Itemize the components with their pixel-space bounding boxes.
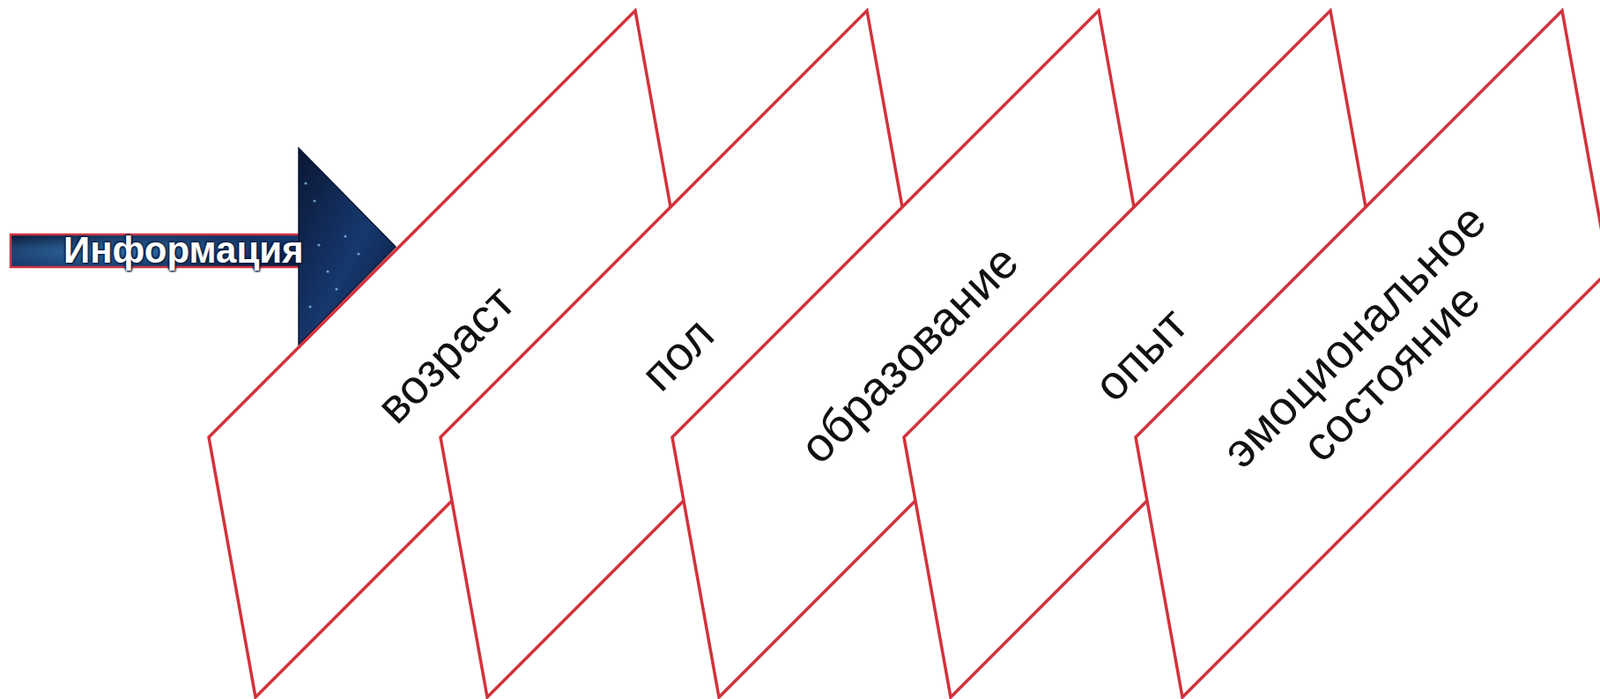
factor-panel: эмоциональное состояние (1135, 10, 1600, 697)
panel-shape (1135, 10, 1600, 697)
texture-dot (343, 234, 347, 238)
texture-dot (303, 181, 307, 185)
texture-dot (356, 251, 360, 255)
texture-dot (325, 269, 329, 273)
texture-dot (308, 304, 312, 308)
texture-dot (334, 287, 338, 290)
texture-dot (312, 199, 316, 202)
arrow-label: Информация (63, 229, 304, 271)
texture-dot (317, 243, 320, 246)
text-holder: Информация (63, 229, 304, 271)
